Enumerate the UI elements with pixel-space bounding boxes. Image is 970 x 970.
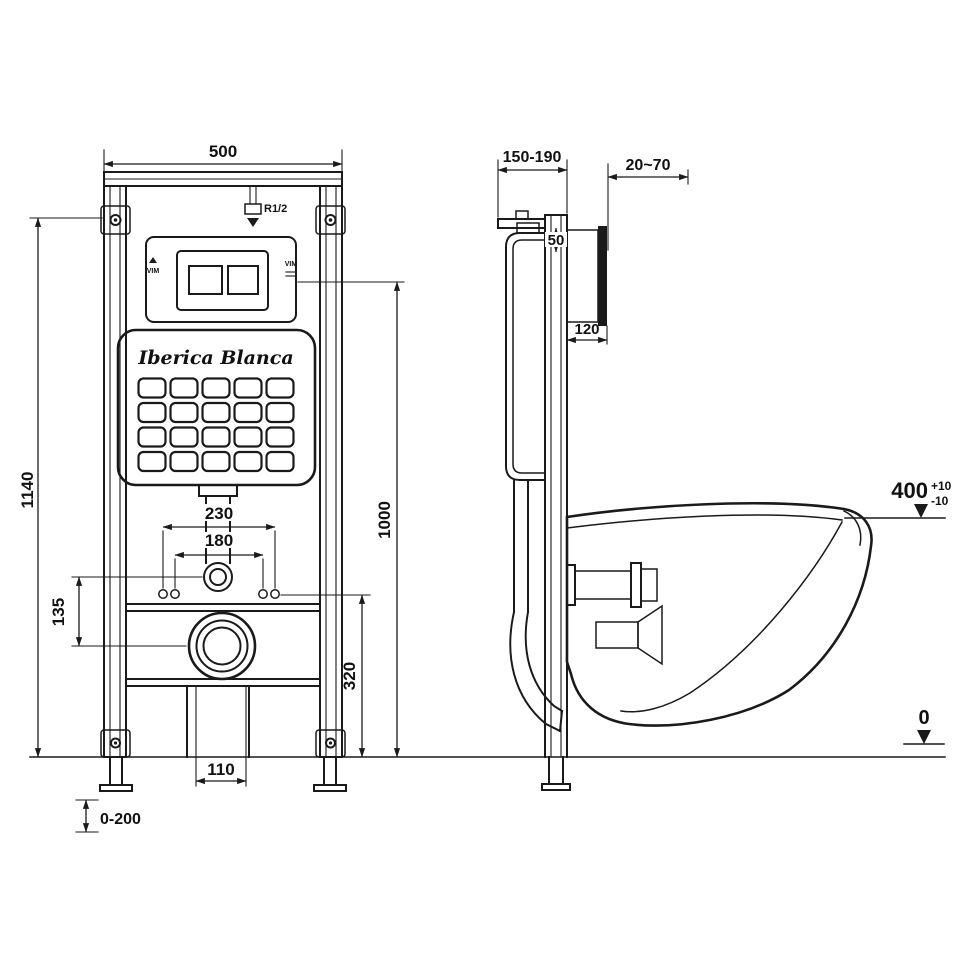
plate-mark-right-label: VIM xyxy=(285,261,298,268)
side-view: 150-190 20~70 50 120 400 +10 -10 0 xyxy=(497,149,952,791)
side-foot-base xyxy=(541,783,571,791)
fixing-bolt-hole xyxy=(158,589,168,599)
dim-bowl-height-tol-up: +10 xyxy=(931,479,952,493)
dim-top-gap: 50 xyxy=(548,232,565,249)
front-dimensions: 500 1140 1000 320 230 180 xyxy=(18,142,405,833)
side-pipes xyxy=(566,562,663,666)
water-inlet: R1/2 xyxy=(244,185,287,227)
flush-bend-outlet xyxy=(203,562,233,592)
dim-bolt-height: 320 xyxy=(340,662,359,690)
side-feet xyxy=(541,756,571,791)
bracket-bolt xyxy=(515,210,529,220)
dim-leg-adjust: 0-200 xyxy=(100,811,141,828)
fixing-bolt-hole xyxy=(258,589,268,599)
plate-mark-left-label: VIM xyxy=(147,268,160,275)
left-foot-base xyxy=(99,784,133,792)
flush-pipe-flange xyxy=(198,484,238,497)
cistern: Iberica Blanca xyxy=(116,328,317,487)
side-dimensions: 150-190 20~70 50 120 400 +10 -10 0 xyxy=(497,149,952,745)
cistern-grid-texture xyxy=(137,377,297,475)
plate-mark-left-icon xyxy=(149,257,157,263)
dim-plate-depth: 120 xyxy=(574,321,599,338)
inlet-arrow-icon xyxy=(247,218,259,227)
bottom-right-anchor-plate xyxy=(315,729,346,758)
brand-label: Iberica Blanca xyxy=(137,347,293,369)
bottom-left-anchor-plate xyxy=(100,729,131,758)
floor-datum-triangle-icon xyxy=(917,730,931,744)
drain-bend xyxy=(509,610,562,733)
side-cistern xyxy=(505,222,564,733)
side-flush-plate xyxy=(566,226,607,326)
flush-button-large xyxy=(188,265,223,295)
dim-frame-depth: 150-190 xyxy=(503,149,562,166)
plate-face xyxy=(598,226,607,326)
flush-plate: VIM VIM xyxy=(145,236,298,323)
dim-bowl-height: 400 xyxy=(891,478,928,503)
fixing-bolt-hole xyxy=(170,589,180,599)
dim-frame-width: 500 xyxy=(209,142,237,161)
drain-trumpet xyxy=(637,604,663,666)
mounting-frame xyxy=(100,171,346,758)
dim-plate-height: 1000 xyxy=(375,501,394,539)
front-feet xyxy=(99,756,347,792)
top-left-anchor-plate xyxy=(100,205,131,235)
drain-outlet xyxy=(187,611,257,681)
right-foot-base xyxy=(313,784,347,792)
dim-bolt-spacing-inner: 180 xyxy=(205,531,233,550)
top-right-anchor-plate xyxy=(315,205,346,235)
dim-drain-offset: 110 xyxy=(207,760,234,779)
dim-wall-finish: 20~70 xyxy=(626,157,671,174)
fixing-bolt-hole xyxy=(270,589,280,599)
dim-inlet-to-drain: 135 xyxy=(49,598,68,626)
flush-button-small xyxy=(227,265,259,295)
front-view: R1/2 VIM VIM Iberica Blanca xyxy=(18,142,405,833)
dim-bowl-height-tol-down: -10 xyxy=(931,494,949,508)
datum-triangle-icon xyxy=(914,504,928,518)
dim-frame-height: 1140 xyxy=(18,472,37,509)
inlet-size-label: R1/2 xyxy=(264,203,287,215)
dim-bolt-spacing-outer: 230 xyxy=(205,504,233,523)
toilet-bowl xyxy=(565,502,873,727)
dim-floor-level: 0 xyxy=(918,707,929,729)
